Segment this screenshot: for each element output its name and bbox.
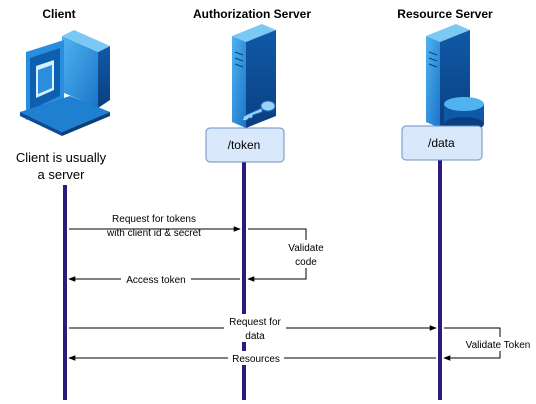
- database-server-icon: [426, 24, 484, 131]
- auth-server-header: Authorization Server: [193, 7, 311, 21]
- validate-code-label-bg: [282, 240, 328, 268]
- request-tokens-label-line1: Request for tokens: [112, 214, 196, 225]
- token-endpoint-box: [205, 127, 285, 163]
- client-note-line2: a server: [38, 167, 86, 182]
- client-header: Client: [42, 7, 75, 21]
- resource-server-header: Resource Server: [397, 7, 493, 21]
- validate-token-label: Validate Token: [466, 340, 531, 351]
- resources-label-bg: [228, 351, 284, 365]
- token-endpoint-label: /token: [228, 138, 261, 152]
- client-note-line1: Client is usually: [16, 150, 107, 165]
- validate-code-label-line1: Validate: [288, 243, 324, 254]
- access-token-label-bg: [121, 272, 191, 286]
- access-token-label: Access token: [126, 275, 185, 286]
- validate-token-label-bg: [462, 337, 534, 351]
- server-with-key-icon: [232, 24, 276, 128]
- request-tokens-label-line2: with client id & secret: [106, 228, 201, 239]
- request-data-label-line1: Request for: [229, 317, 281, 328]
- data-endpoint-box: [401, 125, 483, 161]
- request-data-label-bg: [224, 314, 286, 342]
- data-endpoint-label: /data: [428, 136, 455, 150]
- computer-icon: [20, 30, 110, 136]
- request-data-label-line2: data: [245, 331, 265, 342]
- validate-code-label-line2: code: [295, 257, 317, 268]
- resources-label: Resources: [232, 354, 280, 365]
